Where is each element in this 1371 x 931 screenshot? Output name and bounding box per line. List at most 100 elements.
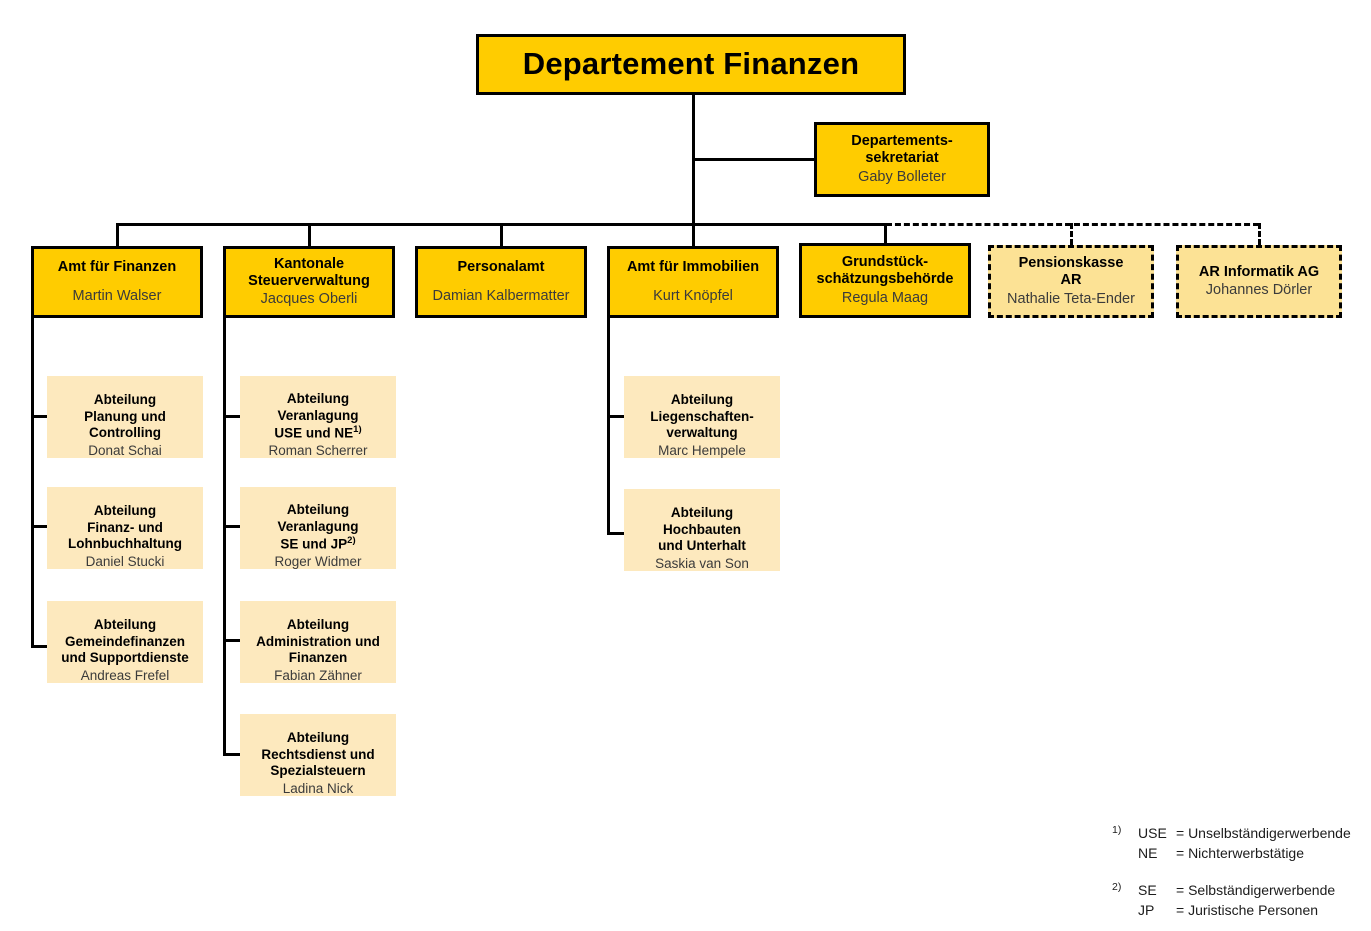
footnote-marker: 1) (1112, 824, 1122, 836)
department-person: Andreas Frefel (80, 667, 170, 683)
footnote-abbr: JP (1138, 901, 1155, 918)
office-box-grundstueckschaetzungsbehoerde[interactable]: Grundstück- schätzungsbehörde Regula Maa… (799, 243, 971, 318)
footnote-legend: 1) USE = Unselbständigerwerbende NE = Ni… (1112, 823, 1351, 931)
department-person: Ladina Nick (282, 780, 354, 796)
department-title: Abteilung Administration und Finanzen (256, 600, 380, 666)
connector-stub-steuer-3 (223, 639, 240, 642)
department-title-text: Abteilung Finanz- und Lohnbuchhaltung (68, 502, 182, 552)
footnote-marker: 1) (353, 424, 362, 436)
connector-drop-amt-fuer-immobilien (692, 223, 695, 246)
department-box-veranlagung-use-und-ne[interactable]: Abteilung Veranlagung USE und NE1) Roman… (240, 376, 396, 458)
external-box-pensionskasse-ar[interactable]: Pensionskasse AR Nathalie Teta-Ender (988, 245, 1154, 318)
department-person: Roman Scherrer (268, 443, 368, 459)
secretariat-box[interactable]: Departements- sekretariat Gaby Bolleter (814, 122, 990, 197)
footnote-abbr: SE (1138, 881, 1157, 898)
department-title: Abteilung Rechtsdienst und Spezialsteuer… (261, 713, 374, 779)
department-person: Saskia van Son (655, 555, 749, 571)
department-title-text: Abteilung Planung und Controlling (84, 391, 166, 441)
root-box-departement-finanzen[interactable]: Departement Finanzen (476, 34, 906, 95)
secretariat-person: Gaby Bolleter (858, 168, 946, 185)
office-person: Regula Maag (841, 289, 929, 306)
department-box-veranlagung-se-und-jp[interactable]: Abteilung Veranlagung SE und JP2) Roger … (240, 487, 396, 569)
connector-stub-immobilien-1 (607, 415, 624, 418)
connector-drop-personalamt (500, 223, 503, 246)
department-title: Abteilung Liegenschaften- verwaltung (650, 375, 754, 441)
connector-spine-finanzen (31, 318, 34, 648)
root-title: Departement Finanzen (522, 46, 860, 82)
department-title-text: Abteilung Veranlagung USE und NE (274, 391, 359, 441)
department-title: Abteilung Hochbauten und Unterhalt (658, 488, 746, 554)
footnote-abbr: USE (1138, 825, 1167, 841)
external-box-ar-informatik-ag[interactable]: AR Informatik AG Johannes Dörler (1176, 245, 1342, 318)
office-title: Amt für Finanzen (57, 259, 177, 276)
footnote-row: 1) USE = Unselbständigerwerbende (1112, 823, 1351, 843)
department-title: Abteilung Gemeindefinanzen und Supportdi… (61, 600, 189, 666)
department-box-rechtsdienst-und-spezialsteuern[interactable]: Abteilung Rechtsdienst und Spezialsteuer… (240, 714, 396, 796)
footnote-row: NE = Nichterwerbstätige (1112, 843, 1351, 863)
department-title-text: Abteilung Hochbauten und Unterhalt (658, 504, 746, 554)
department-person: Fabian Zähner (274, 667, 362, 683)
footnote-group-2: 2) SE = Selbständigerwerbende JP = Juris… (1112, 880, 1351, 921)
department-box-finanz-und-lohnbuchhaltung[interactable]: Abteilung Finanz- und Lohnbuchhaltung Da… (47, 487, 203, 569)
office-person: Kurt Knöpfel (653, 287, 733, 304)
department-title-text: Abteilung Gemeindefinanzen und Supportdi… (61, 616, 189, 666)
department-title-text: Abteilung Veranlagung SE und JP (277, 502, 359, 552)
department-person: Roger Widmer (274, 554, 362, 570)
connector-secretariat-branch (692, 158, 815, 161)
footnote-group-1: 1) USE = Unselbständigerwerbende NE = Ni… (1112, 823, 1351, 864)
office-title: Grundstück- schätzungsbehörde (816, 254, 954, 288)
footnote-definition: = Juristische Personen (1176, 901, 1319, 918)
office-box-kantonale-steuerverwaltung[interactable]: Kantonale Steuerverwaltung Jacques Oberl… (223, 246, 395, 318)
connector-stub-finanzen-1 (31, 415, 48, 418)
department-title-text: Abteilung Administration und Finanzen (256, 616, 380, 666)
footnote-marker: 2) (347, 535, 356, 547)
department-person: Daniel Stucki (85, 553, 165, 569)
department-title: Abteilung Planung und Controlling (84, 375, 166, 441)
footnote-definition: = Nichterwerbstätige (1176, 845, 1305, 862)
secretariat-title: Departements- sekretariat (851, 133, 953, 167)
connector-drop-pensionskasse (1070, 223, 1073, 245)
department-person: Marc Hempele (658, 442, 746, 458)
footnote-row: JP = Juristische Personen (1112, 900, 1351, 920)
connector-drop-ar-informatik (1258, 223, 1261, 245)
connector-stub-finanzen-2 (31, 525, 48, 528)
office-title: Personalamt (457, 259, 545, 276)
office-person: Damian Kalbermatter (432, 287, 570, 304)
office-person: Martin Walser (72, 287, 162, 304)
connector-spine-steuerverwaltung (223, 318, 226, 756)
connector-stub-finanzen-3 (31, 645, 48, 648)
connector-spine-immobilien (607, 318, 610, 535)
footnote-abbr: NE (1138, 845, 1158, 862)
department-title-text: Abteilung Liegenschaften- verwaltung (650, 391, 754, 441)
department-title: Abteilung Veranlagung USE und NE1) (274, 375, 361, 443)
office-box-personalamt[interactable]: Personalamt Damian Kalbermatter (415, 246, 587, 318)
connector-stub-steuer-2 (223, 525, 240, 528)
connector-drop-kantonale-steuerverwaltung (308, 223, 311, 246)
office-title: Amt für Immobilien (626, 259, 760, 276)
connector-stub-immobilien-2 (607, 532, 624, 535)
department-box-hochbauten-und-unterhalt[interactable]: Abteilung Hochbauten und Unterhalt Saski… (624, 489, 780, 571)
external-person: Nathalie Teta-Ender (1007, 290, 1135, 307)
office-box-amt-fuer-immobilien[interactable]: Amt für Immobilien Kurt Knöpfel (607, 246, 779, 318)
office-person: Jacques Oberli (260, 291, 358, 308)
connector-stub-steuer-1 (223, 415, 240, 418)
department-person: Donat Schai (88, 442, 162, 458)
connector-drop-amt-fuer-finanzen (116, 223, 119, 246)
footnote-definition: = Selbständigerwerbende (1176, 881, 1336, 898)
footnote-definition: = Unselbständigerwerbende (1176, 825, 1351, 841)
department-box-planung-und-controlling[interactable]: Abteilung Planung und Controlling Donat … (47, 376, 203, 458)
footnote-row: 2) SE = Selbständigerwerbende (1112, 880, 1351, 900)
department-title: Abteilung Finanz- und Lohnbuchhaltung (68, 486, 182, 552)
department-box-administration-und-finanzen[interactable]: Abteilung Administration und Finanzen Fa… (240, 601, 396, 683)
office-title: Kantonale Steuerverwaltung (248, 255, 370, 289)
department-title: Abteilung Veranlagung SE und JP2) (277, 486, 358, 554)
footnote-marker: 2) (1112, 880, 1122, 893)
office-box-amt-fuer-finanzen[interactable]: Amt für Finanzen Martin Walser (31, 246, 203, 318)
department-box-liegenschaftenverwaltung[interactable]: Abteilung Liegenschaften- verwaltung Mar… (624, 376, 780, 458)
external-title: AR Informatik AG (1198, 263, 1320, 280)
department-title-text: Abteilung Rechtsdienst und Spezialsteuer… (261, 729, 375, 779)
connector-stub-steuer-4 (223, 753, 240, 756)
department-box-gemeindefinanzen-und-supportdienste[interactable]: Abteilung Gemeindefinanzen und Supportdi… (47, 601, 203, 683)
connector-drop-grundstueckschaetzungsbehoerde (884, 223, 887, 243)
